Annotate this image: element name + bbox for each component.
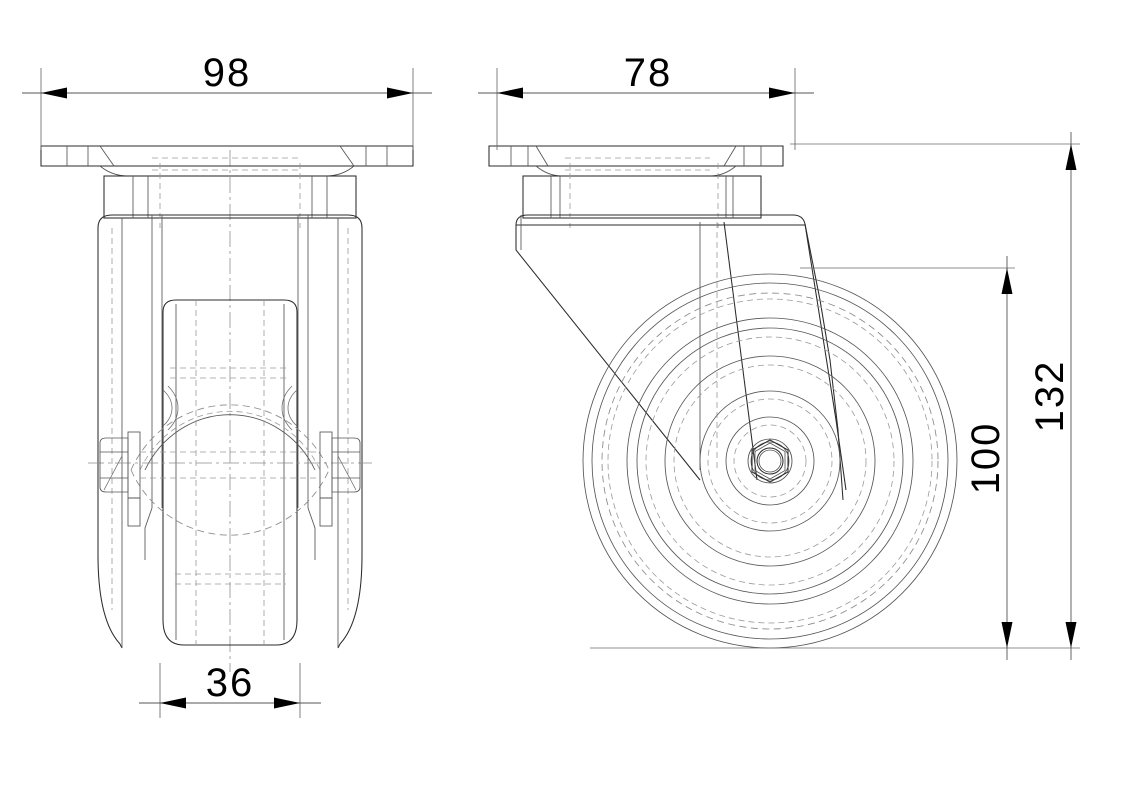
dimension-78: 78 <box>478 51 814 150</box>
top-plate-side <box>488 145 784 177</box>
dimension-36: 36 <box>139 661 321 718</box>
dimension-98: 98 <box>22 51 432 150</box>
dimension-100-text: 100 <box>964 422 1008 495</box>
fork-front <box>97 214 363 649</box>
dimension-132-text: 132 <box>1028 360 1072 433</box>
dimension-100: 100 <box>964 256 1013 660</box>
front-view <box>40 145 414 672</box>
top-plate-front <box>40 145 414 177</box>
side-view <box>488 143 1080 649</box>
hex-nut-side <box>751 439 789 483</box>
axle-nut-right <box>319 431 361 527</box>
swivel-race-side <box>522 163 762 228</box>
wheel-side <box>582 273 958 649</box>
dimension-132: 132 <box>1028 132 1077 660</box>
swivel-race-front <box>103 163 357 228</box>
dimension-36-text: 36 <box>206 661 255 705</box>
fork-side <box>515 214 847 501</box>
projection-lines <box>590 143 1080 649</box>
wheel-front <box>130 299 330 646</box>
axle-nut-left <box>99 431 141 527</box>
dimension-78-text: 78 <box>624 51 673 95</box>
axle-assembly-front <box>88 431 372 527</box>
dimension-98-text: 98 <box>203 51 252 95</box>
